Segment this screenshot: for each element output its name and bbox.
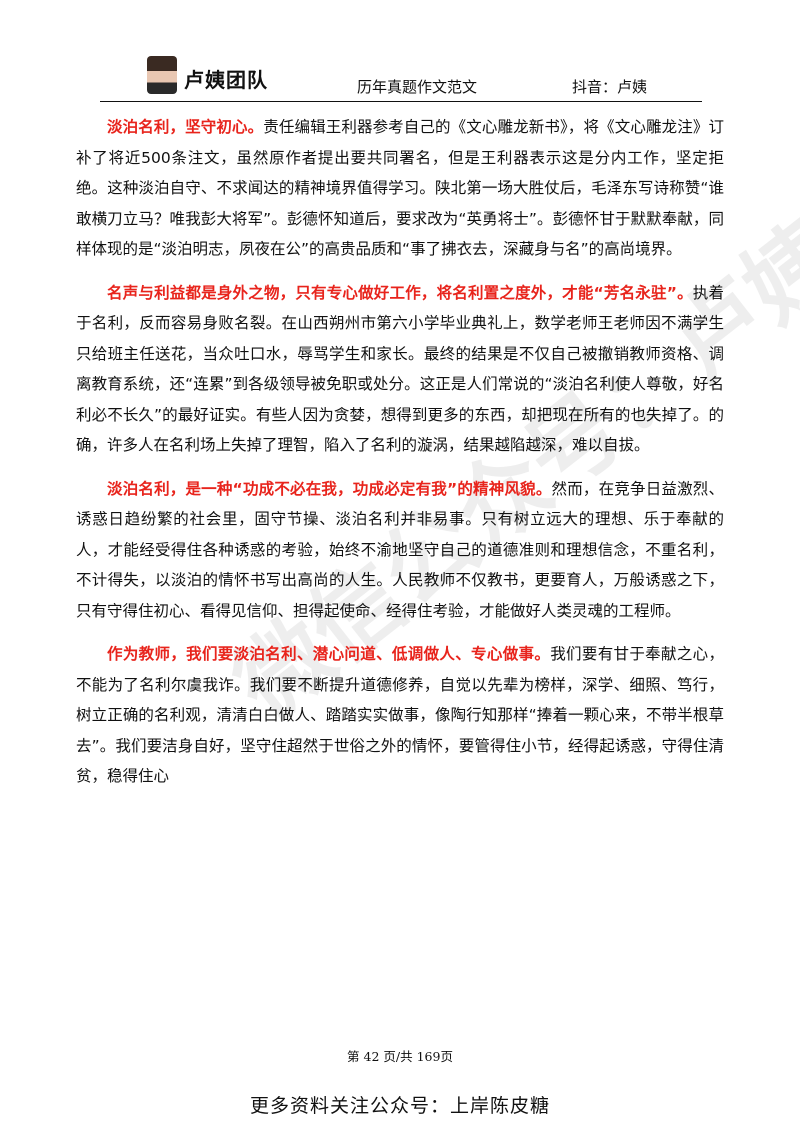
paragraph-lead: 淡泊名利，坚守初心。 [107, 118, 264, 136]
paragraph-text: 责任编辑王利器参考自己的《文心雕龙新书》，将《文心雕龙注》订补了将近500条注文… [76, 118, 724, 258]
header-title: 历年真题作文范文 [357, 78, 478, 96]
paragraph-1: 淡泊名利，坚守初心。责任编辑王利器参考自己的《文心雕龙新书》，将《文心雕龙注》订… [76, 112, 724, 265]
header-douyin: 抖音：卢姨 [572, 78, 648, 96]
paragraph-lead: 名声与利益都是身外之物，只有专心做好工作，将名利置之度外，才能“芳名永驻”。 [107, 283, 693, 302]
page-number: 第 42 页/共 169页 [347, 1049, 453, 1064]
paragraph-lead: 作为教师，我们要淡泊名利、潜心问道、低调做人、专心做事。 [107, 645, 551, 663]
paragraph-text: 执着于名利，反而容易身败名裂。在山西朔州市第六小学毕业典礼上，数学老师王老师因不… [76, 283, 724, 455]
paragraph-3: 淡泊名利，是一种“功成不必在我，功成必定有我”的精神风貌。然而，在竞争日益激烈、… [76, 474, 724, 627]
paragraph-text: 然而，在竞争日益激烈、诱惑日趋纷繁的社会里，固守节操、淡泊名利并非易事。只有树立… [76, 479, 724, 620]
avatar [147, 56, 177, 94]
paragraph-text: 我们要有甘于奉献之心，不能为了名利尔虞我诈。我们要不断提升道德修养，自觉以先辈为… [76, 645, 724, 785]
paragraph-2: 名声与利益都是身外之物，只有专心做好工作，将名利置之度外，才能“芳名永驻”。执着… [76, 278, 724, 461]
paragraph-lead: 淡泊名利，是一种“功成不必在我，功成必定有我”的精神风貌。 [107, 479, 552, 498]
page-header: 卢姨团队 历年真题作文范文 抖音：卢姨 [0, 0, 800, 102]
paragraph-4: 作为教师，我们要淡泊名利、潜心问道、低调做人、专心做事。我们要有甘于奉献之心，不… [76, 639, 724, 792]
header-divider [100, 101, 702, 102]
article-body: 淡泊名利，坚守初心。责任编辑王利器参考自己的《文心雕龙新书》，将《文心雕龙注》订… [76, 112, 724, 805]
footer-note: 更多资料关注公众号：上岸陈皮糖 [249, 1095, 550, 1117]
brand-name: 卢姨团队 [184, 68, 268, 92]
